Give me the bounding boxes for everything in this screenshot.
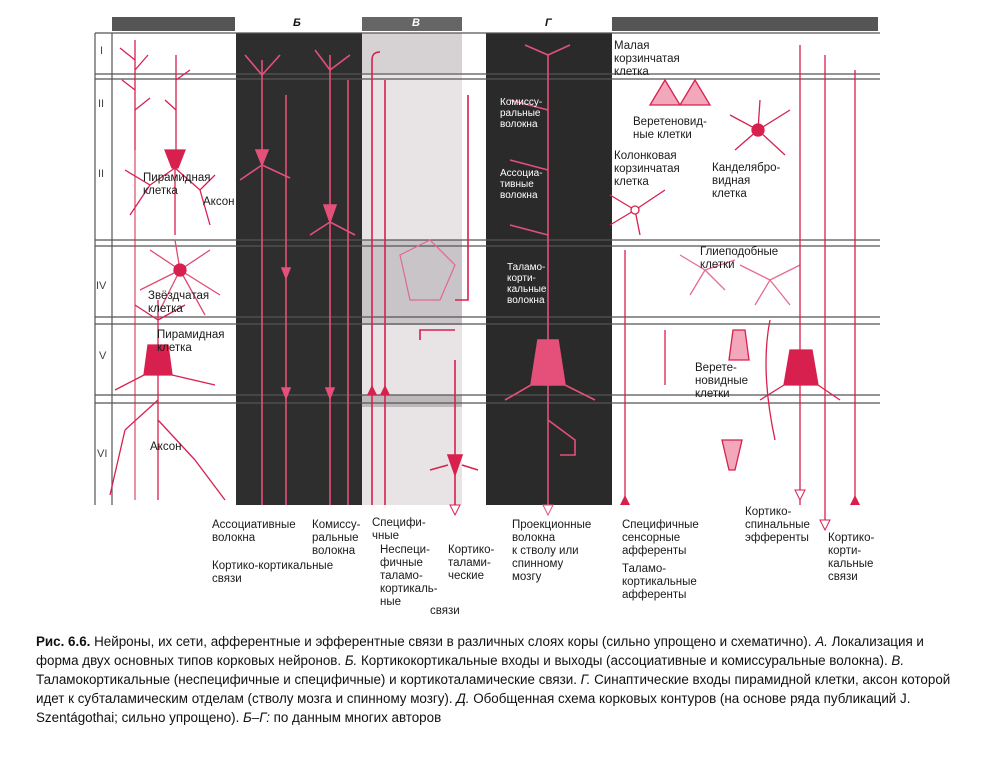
label-axon-top: Аксон <box>203 196 235 208</box>
caption-d-mark: Д. <box>456 691 470 706</box>
layer-label-1: I <box>100 45 104 57</box>
caption-g-mark: Г. <box>580 672 591 687</box>
label-column-basket: Колонковая корзинчатая клетка <box>614 150 680 188</box>
label-commissural-inner: Комиссу- ральные волокна <box>500 97 543 130</box>
caption-a-mark: А. <box>815 634 828 649</box>
caption-b-text: Кортикокортикальные входы и выходы (ассо… <box>357 653 892 668</box>
label-links: связи <box>430 605 460 617</box>
label-projection: Проекционные волокна к стволу или спинно… <box>512 519 592 583</box>
caption-bg-text: по данным многих авторов <box>269 710 442 725</box>
caption-intro: Нейроны, их сети, афферентные и эфферент… <box>90 634 816 649</box>
label-specific-sensory: Специфичные сенсорные афференты <box>622 519 699 557</box>
caption-b-mark: Б. <box>344 653 358 668</box>
panel-v-header <box>362 17 462 31</box>
layer-label-3: II <box>98 168 105 180</box>
layer-label-6: VI <box>97 448 108 460</box>
panel-v-label: В <box>412 17 420 29</box>
layer-label-2: II <box>98 98 105 110</box>
label-assoc-fibers: Ассоциативные волокна <box>212 519 296 544</box>
label-axon-bottom: Аксон <box>150 441 182 453</box>
caption-v-text: Таламокортикальные (неспецифичные и спец… <box>36 672 581 687</box>
panel-b-fibers <box>239 49 356 505</box>
label-corticocortical-d: Кортико- корти- кальные связи <box>828 532 875 583</box>
panel-g-neuron <box>504 44 596 505</box>
panel-g-label: Г <box>545 17 552 29</box>
label-thalamocortical-aff: Таламо- кортикальные афференты <box>622 563 697 601</box>
panel-a-header <box>112 17 235 31</box>
label-assoc-inner: Ассоциа- тивные волокна <box>500 168 543 201</box>
figure-caption: Рис. 6.6. Нейроны, их сети, афферентные … <box>36 632 966 727</box>
panel-b-label: Б <box>293 17 301 29</box>
caption-d-text: Обобщенная схема корковых контуров (на о… <box>36 691 911 725</box>
label-glia-like: Глиеподобные клетки <box>700 246 779 271</box>
panel-v-fibers <box>371 51 479 505</box>
caption-v-mark: В. <box>891 653 905 668</box>
panel-g-background <box>486 33 612 505</box>
label-corticospinal: Кортико- спинальные эфференты <box>745 506 810 544</box>
panel-a-neurons <box>109 40 226 501</box>
label-pyramid-cell: Пирамидная клетка <box>143 172 211 197</box>
label-corticothalamic: Кортико- талами- ческие <box>448 544 495 582</box>
caption-bg-mark: Б–Г: <box>243 710 270 725</box>
caption-g-text: Синаптические входы пирамидной клетки, а… <box>36 672 951 706</box>
label-specific: Специфи- чные <box>372 517 426 542</box>
layer-label-4: IV <box>96 280 107 292</box>
label-cortico-cortical-b: Кортико-кортикальные связи <box>212 560 334 585</box>
label-nonspecific: Неспеци- фичные таламо- кортикаль- ные <box>380 544 438 608</box>
label-chandelier: Канделябро- видная клетка <box>712 162 781 200</box>
label-thalamo-inner: Таламо- корти- кальные волокна <box>507 262 547 306</box>
label-commiss-fibers: Комиссу- ральные волокна <box>312 519 361 557</box>
label-spindle-top: Веретеновид- ные клетки <box>633 116 707 141</box>
panel-d-header <box>612 17 878 31</box>
caption-fig-number: Рис. 6.6. <box>36 634 91 649</box>
label-spindle-bottom: Верете- новидные клетки <box>695 362 749 400</box>
panel-b-background <box>236 33 362 505</box>
label-stellate-cell: Звёздчатая клетка <box>148 290 210 315</box>
label-small-basket: Малая корзинчатая клетка <box>614 40 680 78</box>
panel-d-circuit <box>609 45 856 520</box>
caption-a-text: Локализация и форма двух основных типов … <box>36 634 924 668</box>
layer-label-5: V <box>99 350 107 362</box>
label-pyramid-cell-2: Пирамидная клетка <box>157 329 225 354</box>
layer-lines <box>94 32 880 505</box>
